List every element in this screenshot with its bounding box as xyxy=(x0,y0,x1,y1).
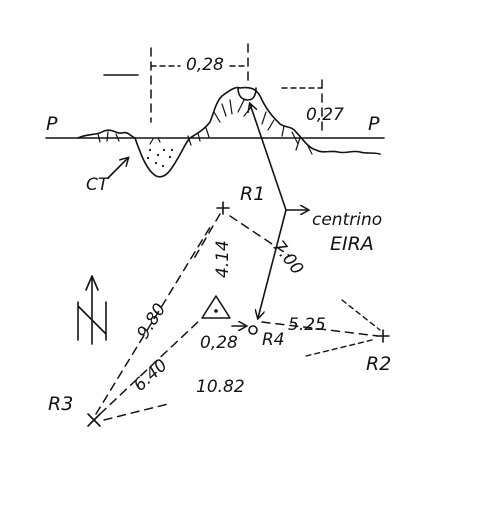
line-r1-to-r4 xyxy=(229,215,291,257)
label-top-height: 0,27 xyxy=(306,105,344,125)
label-triangle-to-r4: 0,28 xyxy=(200,333,238,353)
triangle-marker-icon xyxy=(201,295,231,319)
cross-marker-icon xyxy=(87,413,101,427)
label-p-right: P xyxy=(368,113,380,135)
ground-mound xyxy=(189,86,381,155)
label-ct: CT xyxy=(86,175,110,195)
line-r1-to-triangle xyxy=(191,213,221,263)
label-r3-to-triangle: 6.40 xyxy=(130,356,172,396)
peak-marker xyxy=(237,87,257,101)
centrino-line-to-r4 xyxy=(258,209,287,318)
label-r1-to-triangle: 4.14 xyxy=(213,240,233,278)
line-r2-down xyxy=(305,339,373,357)
ct-pointer xyxy=(107,158,128,179)
label-top-width: 0,28 xyxy=(186,55,224,75)
cross-marker-icon xyxy=(376,329,390,343)
width-dimension xyxy=(103,43,249,123)
ground-hatching-left xyxy=(97,127,210,146)
label-r1: R1 xyxy=(240,183,265,205)
line-r3-to-triangle xyxy=(99,319,201,415)
height-dimension xyxy=(281,79,323,137)
ct-ditch-fill xyxy=(146,137,174,168)
label-r4: R4 xyxy=(262,330,285,350)
cross-marker-icon xyxy=(216,201,230,215)
line-r2-up xyxy=(341,299,381,331)
ct-ditch xyxy=(134,137,191,178)
label-eira: EIRA xyxy=(330,233,374,255)
north-arrow-icon xyxy=(77,275,107,345)
ground-left xyxy=(77,129,136,139)
line-r3-to-r2 xyxy=(103,403,169,421)
cross-section-profile xyxy=(45,86,385,178)
label-centrino: centrino xyxy=(312,210,382,230)
circle-marker-icon xyxy=(248,325,258,335)
label-r3-to-r1: 9.80 xyxy=(133,300,170,343)
label-p-left: P xyxy=(46,113,58,135)
mound-texture xyxy=(213,99,313,155)
line-r4-to-r2 xyxy=(261,321,379,337)
line-r3-to-r1 xyxy=(95,223,213,415)
label-r2: R2 xyxy=(366,353,391,375)
centrino-line-to-peak xyxy=(250,104,287,211)
label-r3: R3 xyxy=(48,393,73,415)
label-r4-to-r2: 5.25 xyxy=(288,315,326,335)
label-r3-to-r2: 10.82 xyxy=(196,377,245,397)
